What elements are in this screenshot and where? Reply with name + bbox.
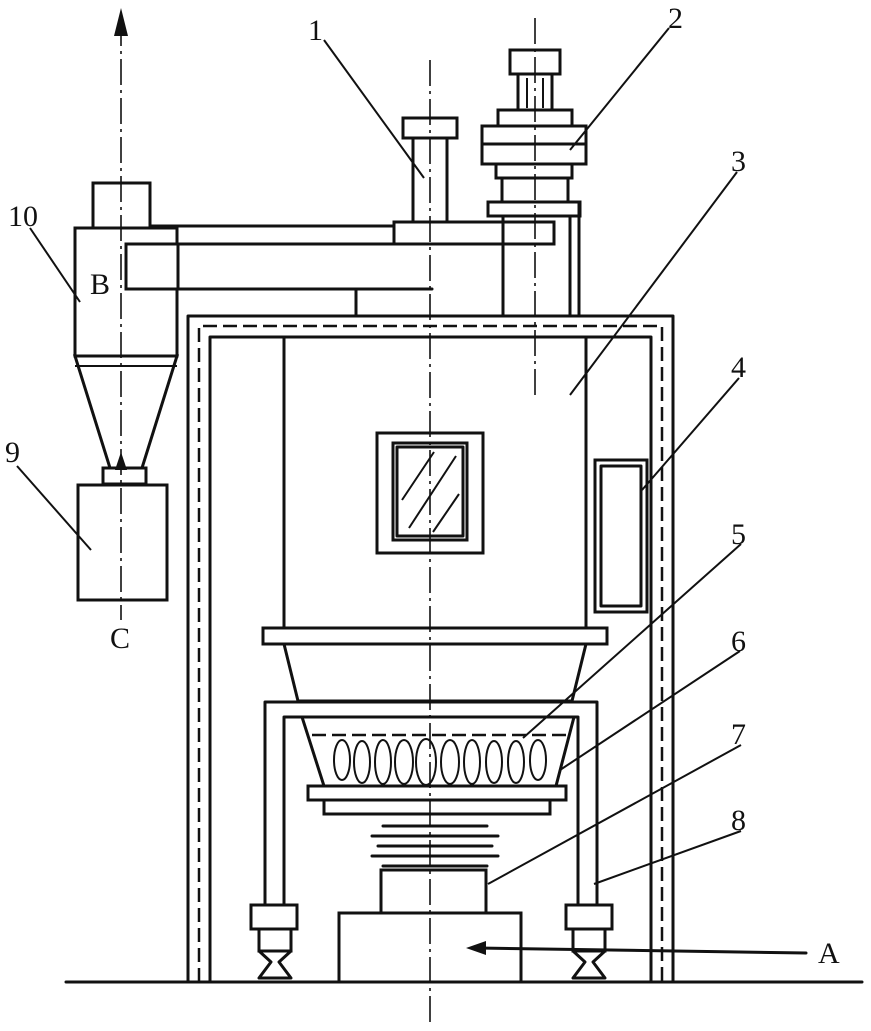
cyclone-separator <box>72 181 180 486</box>
callout-9: 9 <box>5 436 20 469</box>
inlet-arrow-line <box>476 946 808 955</box>
callout-6: 6 <box>731 625 746 658</box>
label-inlet: A <box>818 937 840 970</box>
leader-lines <box>16 27 742 885</box>
callout-10: 10 <box>8 200 38 233</box>
spring-stack <box>370 824 500 868</box>
cyclone-arrow-head <box>115 452 127 470</box>
callout-1: 1 <box>308 14 323 47</box>
callout-2: 2 <box>668 2 683 35</box>
label-cyclone: B <box>90 268 110 301</box>
collection-bin <box>76 483 169 602</box>
left-foot <box>249 903 299 980</box>
drive-motor <box>480 48 588 318</box>
top-duct <box>124 220 556 318</box>
outlet-arrow-head <box>114 8 128 36</box>
callout-4: 4 <box>731 351 746 384</box>
right-foot <box>564 903 614 980</box>
drive-housing <box>379 868 488 915</box>
inlet-arrow-head <box>466 941 486 955</box>
callout-7: 7 <box>731 718 746 751</box>
label-outlet: C <box>110 622 130 655</box>
callout-5: 5 <box>731 518 746 551</box>
callout-8: 8 <box>731 804 746 837</box>
side-panel <box>593 458 649 614</box>
lower-cone <box>282 642 588 703</box>
callout-3: 3 <box>731 145 746 178</box>
main-vessel <box>261 335 609 646</box>
rotor-assembly <box>299 715 576 816</box>
